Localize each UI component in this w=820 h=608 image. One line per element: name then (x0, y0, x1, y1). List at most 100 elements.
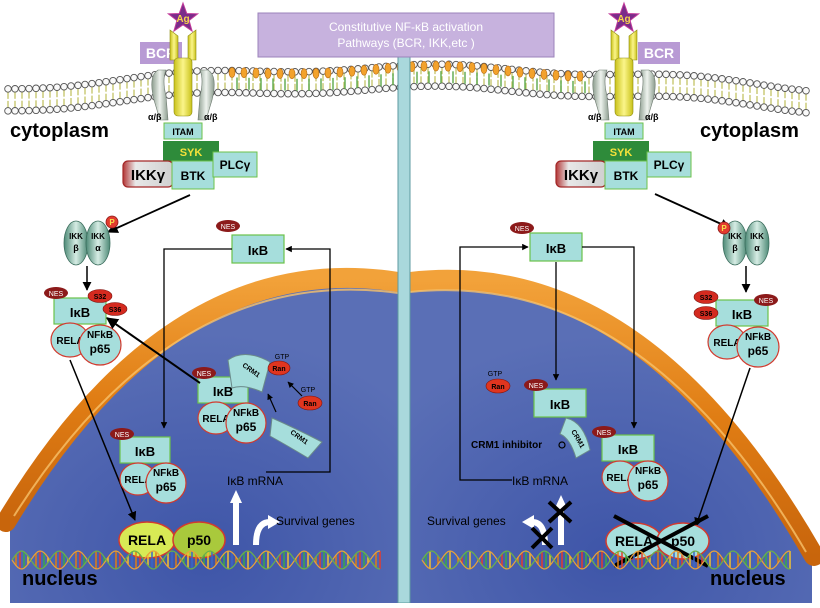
antigen-label: Ag (176, 14, 189, 25)
p65-label-r4: p65 (748, 344, 769, 358)
alpha-beta-right: α/β (204, 112, 218, 122)
btk-label: BTK (181, 169, 206, 183)
rela-dimer-label: RELA (128, 532, 166, 548)
rela-label-r3: RELA (606, 473, 633, 484)
nes-tag-3: NES (115, 432, 130, 439)
dna-left (11, 550, 381, 570)
nuclear-envelope (0, 267, 820, 566)
cytoplasm-label-right: cytoplasm (700, 120, 799, 142)
ikb-label-r3: IκB (618, 442, 638, 457)
ikk-gamma-label: IKKγ (131, 167, 166, 184)
p65-label-r3: p65 (638, 478, 659, 492)
btk-box-right (604, 160, 648, 190)
nes-tag-4: NES (197, 371, 212, 378)
arrow-btk-to-ikk (107, 194, 191, 233)
header-box: Constitutive NF-κB activation Pathways (… (257, 12, 555, 58)
itam-label-right: ITAM (613, 127, 634, 137)
plcg-label: PLCγ (220, 158, 251, 172)
header-line1: Constitutive NF-κB activation (329, 20, 483, 34)
nfkb-dimer-right-blocked: RELA p50 (605, 514, 710, 568)
plcg-box-right (646, 151, 692, 178)
syk-label: SYK (180, 147, 203, 159)
dna-right (421, 550, 791, 570)
gtp-label-2: GTP (301, 387, 316, 394)
ikb-complex-phospho-left: IκB NES S32 S36 RELA NFkB p65 (44, 287, 128, 366)
ran-free-right: Ran GTP (485, 371, 511, 394)
phospho-p-right (717, 221, 731, 235)
mrna-up-arrow-right (555, 495, 567, 508)
p50-blocked-label: p50 (671, 533, 695, 549)
ikb-label-r2: IκB (550, 397, 570, 412)
nfkb-label-r4: NFkB (745, 332, 771, 343)
nes-tag-r3: NES (597, 430, 612, 437)
survival-genes-left: Survival genes (276, 514, 355, 528)
survival-genes-right: Survival genes (427, 514, 506, 528)
alpha-label: α (95, 243, 101, 253)
rela-label-r4: RELA (713, 338, 740, 349)
nfkb-label-4: NFkB (233, 408, 259, 419)
bcr-label-box-right (638, 42, 680, 64)
crm1-bound-left: CRM1 Ran GTP (227, 354, 291, 393)
ikk-beta-label: IKK (69, 232, 83, 241)
antigen-star (166, 1, 200, 33)
mrna-up-arrow-left (230, 490, 242, 503)
gtp-label: GTP (275, 354, 290, 361)
ikb-mrna-label-right: IκB mRNA (512, 474, 568, 488)
ran-free-left: Ran GTP (297, 387, 323, 411)
p50-dimer-label: p50 (187, 532, 211, 548)
ikb-free-left: IκB NES (216, 220, 285, 264)
ikk-complex-right: IKK β IKK α P (717, 220, 770, 266)
center-divider (397, 27, 411, 604)
ikb-label-r4: IκB (732, 307, 752, 322)
ikk-gamma-label-right: IKKγ (564, 167, 599, 184)
phospho-p-label-right: P (721, 224, 727, 233)
arrow-mrna-to-ikb (266, 245, 331, 473)
ikb-complex-phospho-right: IκB S32 S36 NES RELA NFkB p65 (693, 290, 780, 368)
p65-label-4: p65 (236, 420, 257, 434)
itam-box (163, 122, 203, 140)
beta-label-r: β (732, 243, 738, 253)
ikb-label-3: IκB (135, 444, 155, 459)
crm1-inhibitor-label: CRM1 inhibitor (471, 440, 542, 451)
ikb-label-2: IκB (248, 243, 268, 258)
nes-tag-2: NES (221, 224, 236, 231)
arrow-ran-to-crm1 (287, 381, 303, 397)
p65-label: p65 (90, 342, 111, 356)
ikb-inhibited-right: IκB NES CRM1 (524, 379, 591, 459)
arrow-export-to-cytoplasm (106, 317, 201, 384)
nes-tag-r1: NES (515, 226, 530, 233)
nfkb-label-3: NFkB (153, 468, 179, 479)
p65-label-3: p65 (156, 480, 177, 494)
block-cross-b (613, 514, 709, 568)
s32-tag: S32 (94, 294, 107, 301)
alpha-beta-left-r: α/β (588, 112, 602, 122)
syk-label-right: SYK (610, 147, 633, 159)
arrow-btk-to-ikk-right (654, 193, 731, 229)
beta-label: β (73, 243, 79, 253)
rela-label: RELA (56, 336, 83, 347)
ikb-label-r1: IκB (546, 241, 566, 256)
btk-box (171, 160, 215, 190)
rela-blocked-label: RELA (615, 533, 653, 549)
s36-tag: S36 (109, 307, 122, 314)
antigen-label-right: Ag (617, 14, 630, 25)
cytoplasm-label-left: cytoplasm (10, 120, 109, 142)
nes-tag: NES (49, 291, 64, 298)
antigen-star-right (607, 1, 641, 33)
nes-tag-r4: NES (759, 298, 774, 305)
block-cross-survival (530, 500, 573, 550)
ikk-beta-label-r: IKK (728, 232, 742, 241)
bcr-receptor-left: BCR Ag α/β α/β ITAM (140, 1, 218, 140)
gtp-label-r: GTP (488, 371, 503, 378)
arrow-ikb-to-nuclear-right (582, 246, 638, 429)
nfkb-dimer-left: RELA p50 (118, 521, 226, 559)
itam-box-right (604, 122, 644, 140)
alpha-beta-left: α/β (148, 112, 162, 122)
arrow-crm1-to-complex (267, 393, 277, 413)
itam-label: ITAM (172, 127, 193, 137)
rela-label-4: RELA (202, 414, 229, 425)
arrow-to-nucleus-dimer (69, 359, 137, 521)
nucleus-label-right: nucleus (710, 568, 786, 590)
nfkb-label: NFkB (87, 330, 113, 341)
